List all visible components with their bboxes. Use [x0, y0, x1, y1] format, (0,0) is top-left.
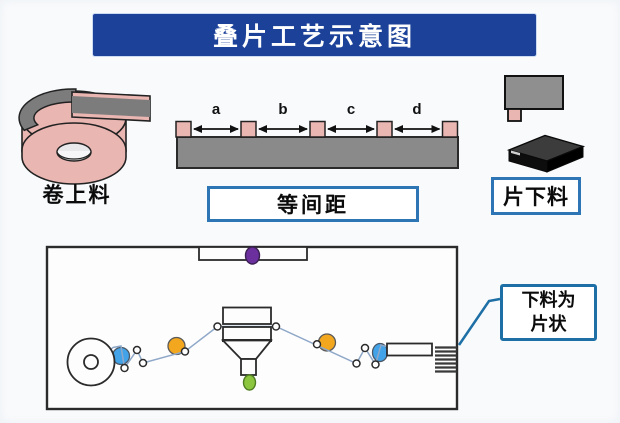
- spacing-mark-c: c: [347, 101, 355, 118]
- guide-roller: [360, 343, 370, 353]
- electrode-tab: [175, 120, 192, 138]
- spacing-mark-a: a: [212, 101, 221, 118]
- sheet-unload-label: 片下料: [503, 186, 569, 209]
- guide-roller: [180, 347, 190, 356]
- coil-feed-strip: [71, 91, 151, 122]
- page-title: 叠片工艺示意图: [212, 23, 416, 51]
- electrode-tab: [441, 120, 459, 138]
- conveyor: [386, 342, 433, 357]
- unwind-roll: [66, 337, 116, 387]
- sheet-illustration: [504, 75, 586, 173]
- sheet-stack-3d: [506, 134, 586, 173]
- callout-line1: 下料为: [521, 290, 576, 311]
- press-upper-block: [222, 306, 272, 325]
- purple-roller: [244, 246, 261, 265]
- coil-side-wall: [21, 150, 127, 185]
- press-lower-block: [222, 326, 272, 341]
- coil-label: 卷上料: [42, 184, 112, 207]
- electrode-tab: [240, 120, 257, 138]
- sheet-stack: [435, 346, 457, 373]
- green-roller: [242, 374, 257, 391]
- spacing-mark-d: d: [412, 101, 421, 118]
- guide-roller: [120, 363, 129, 373]
- coil-center-hole: [56, 142, 92, 162]
- sheet-unload-box: 片下料: [491, 177, 581, 215]
- spacing-mark-b: b: [278, 101, 287, 118]
- spacing-diagram: a b c d: [175, 101, 459, 169]
- press-neck: [240, 358, 257, 376]
- guide-roller: [312, 340, 322, 349]
- electrode-tabs: [175, 120, 459, 138]
- electrode-tab: [376, 120, 393, 138]
- callout-line: [457, 297, 501, 346]
- sheet-tab: [507, 108, 522, 122]
- callout-box: 下料为 片状: [500, 284, 597, 341]
- guide-roller: [371, 360, 380, 369]
- guide-rollers: [120, 322, 380, 373]
- title-banner: 叠片工艺示意图: [93, 14, 536, 56]
- lamination-press: [220, 306, 273, 376]
- equal-spacing-box: 等间距: [207, 186, 419, 222]
- spacing-marks: a b c d: [212, 101, 422, 118]
- guide-roller: [352, 359, 361, 368]
- electrode-tab: [309, 120, 326, 138]
- sheet-plate: [504, 75, 564, 110]
- guide-roller: [271, 322, 281, 331]
- guide-roller: [138, 358, 148, 368]
- callout-line2: 片状: [530, 313, 567, 334]
- coil-illustration: [18, 88, 151, 185]
- equal-spacing-label: 等间距: [277, 194, 349, 217]
- guide-roller: [132, 345, 142, 355]
- guide-roller: [213, 322, 222, 331]
- machine-diagram: [45, 245, 501, 411]
- base-strip: [176, 136, 459, 169]
- orange-roller-right: [317, 333, 337, 352]
- coil-band: [18, 88, 77, 132]
